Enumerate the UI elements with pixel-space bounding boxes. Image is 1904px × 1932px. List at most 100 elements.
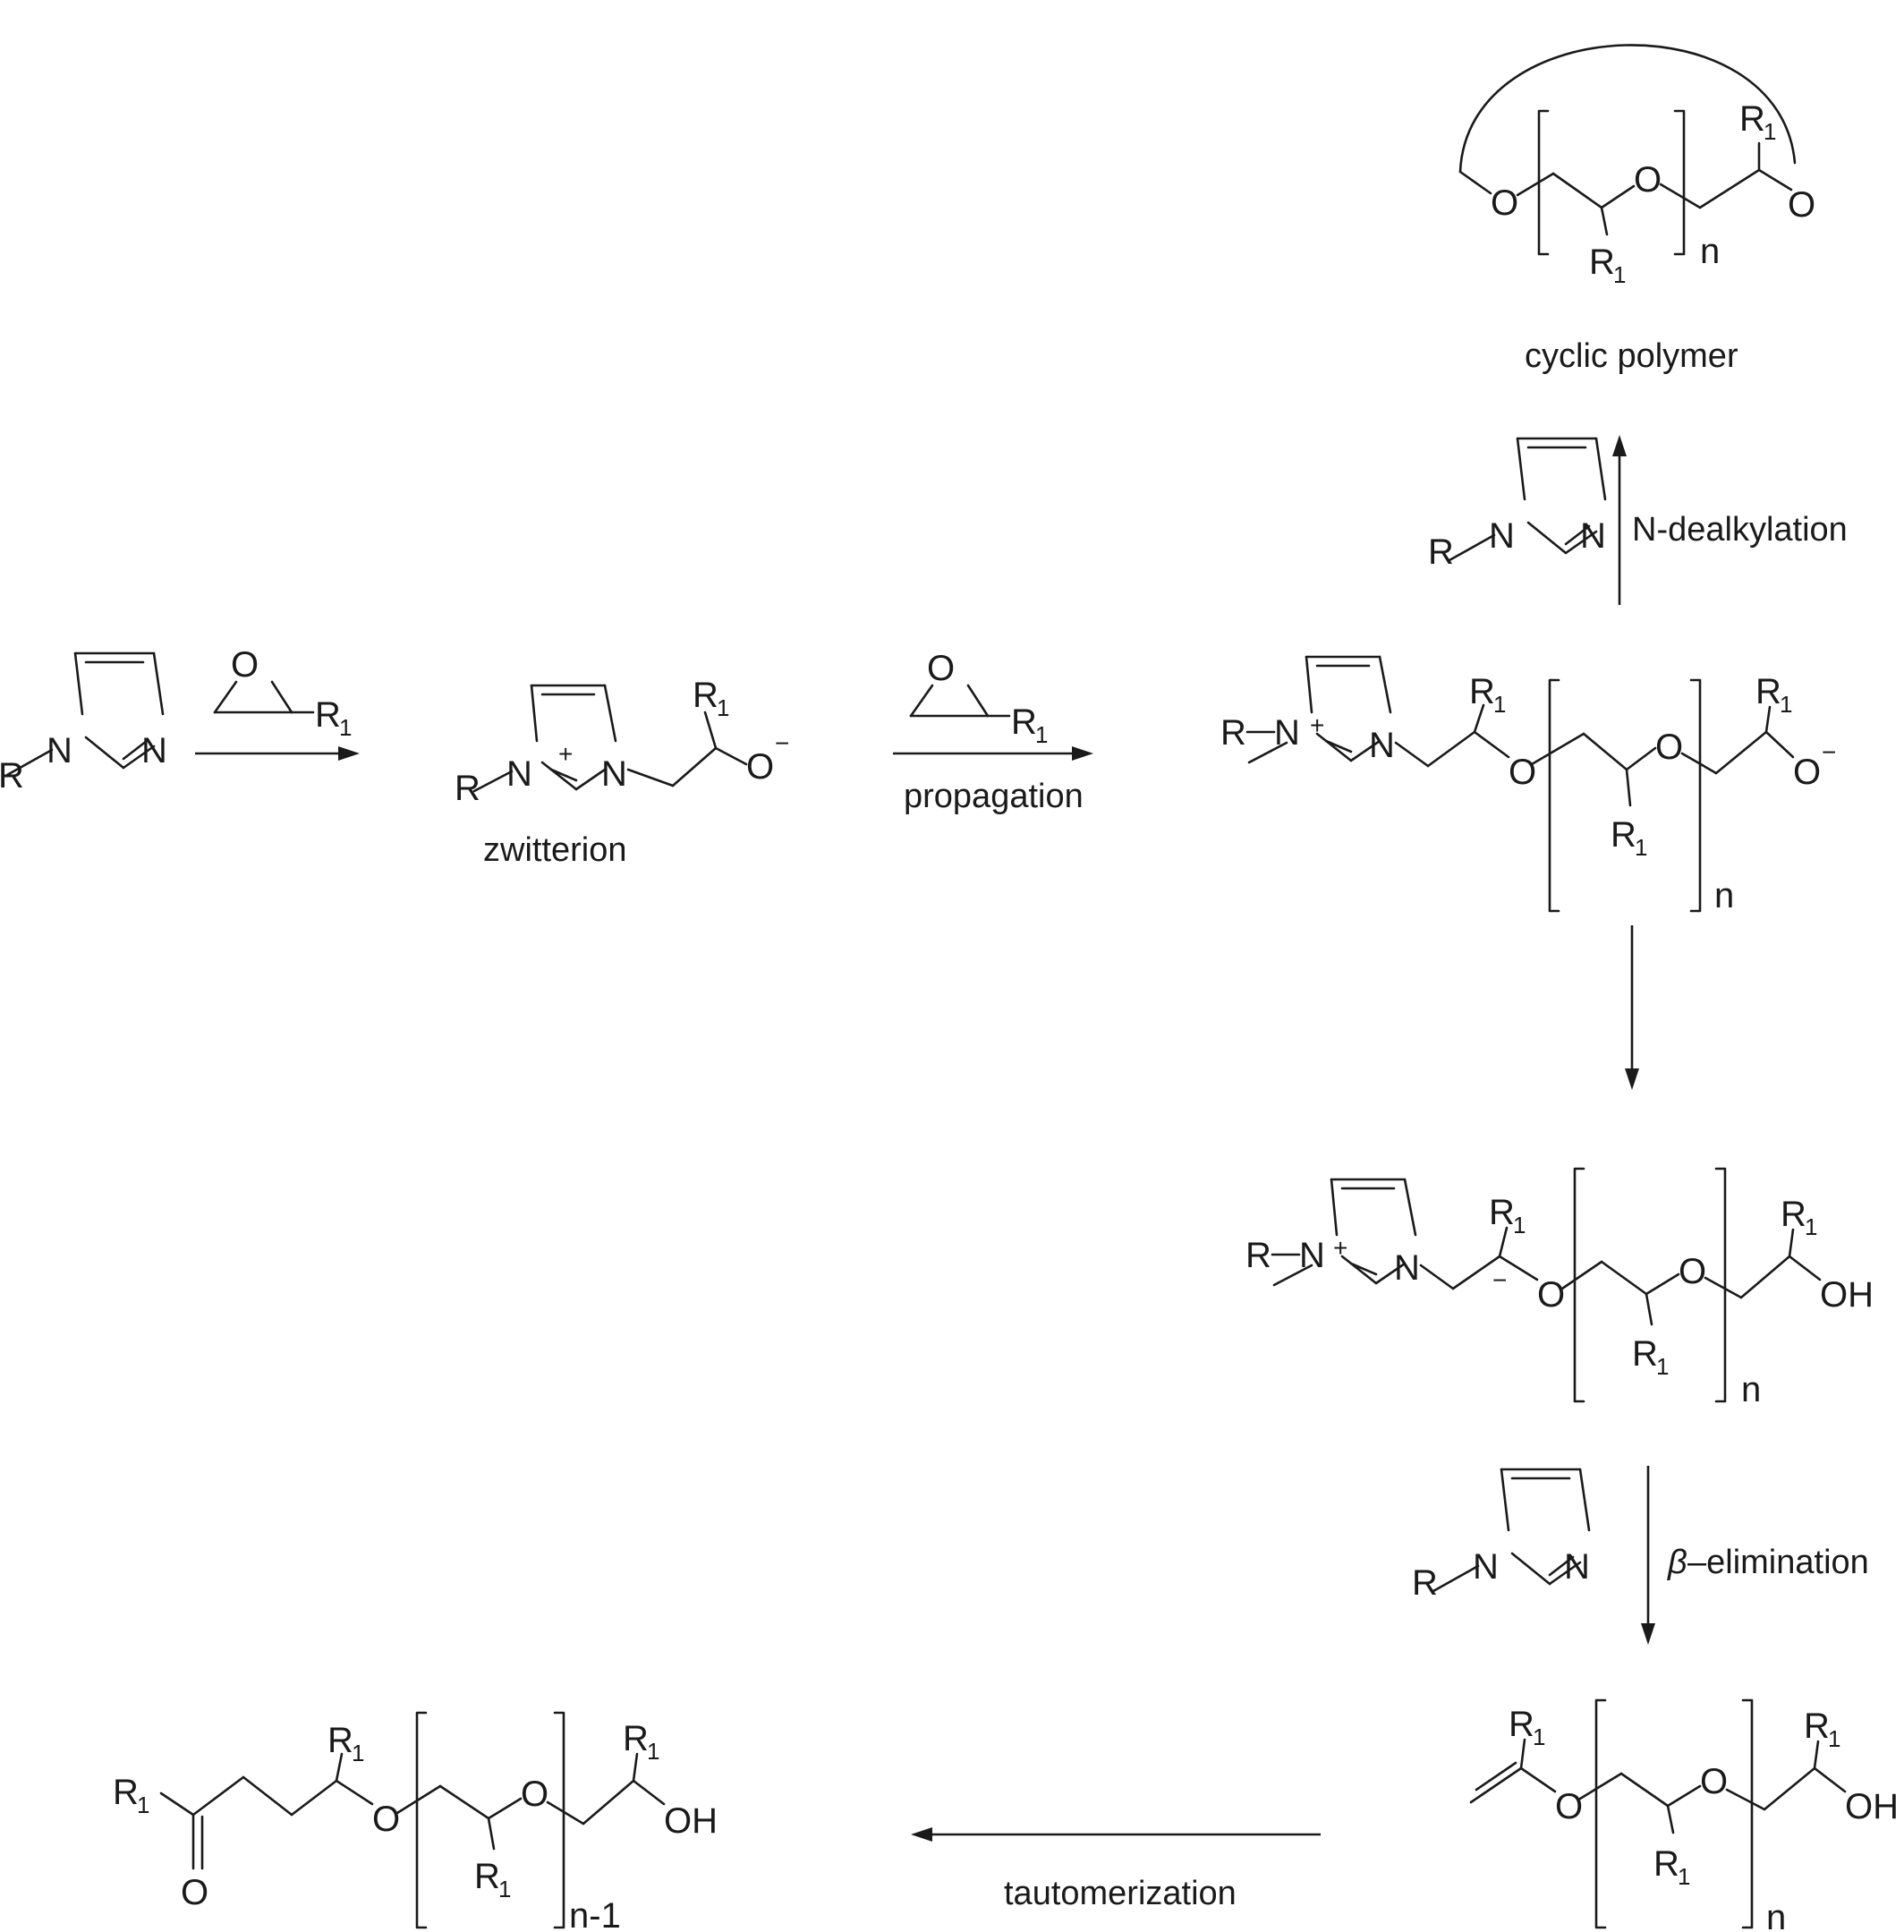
hydroxyl: OH (664, 1801, 718, 1841)
minus-charge: − (1822, 738, 1836, 766)
macrocycle-arc (1458, 44, 1797, 174)
arrow-down-1 (1625, 925, 1639, 1090)
repeat-index-n: n (1714, 876, 1734, 915)
atom-n1: N (1473, 1547, 1499, 1587)
r1-label: R (1589, 243, 1615, 282)
repeat-index-n: n (1700, 232, 1720, 271)
repeat-bracket-left (1537, 109, 1550, 256)
r1-label: R (474, 1857, 500, 1896)
epoxide-reagent-1: O R 1 (213, 645, 352, 741)
repeat-index-n: n (1766, 1898, 1786, 1932)
r1-label: R (1804, 1706, 1830, 1746)
atom-n1: N (1489, 516, 1515, 556)
carbonyl-oxygen: O (181, 1873, 208, 1912)
repeat-bracket-left (1573, 1167, 1585, 1403)
minus-charge: − (1492, 1266, 1507, 1294)
propagation-arrow: propagation (893, 746, 1093, 815)
tautomerization-step: tautomerization (911, 1827, 1321, 1912)
repeat-index-n-minus-1: n-1 (569, 1896, 621, 1932)
atom-n3: N (1369, 726, 1395, 765)
r1-subscript: 1 (1513, 1212, 1526, 1238)
r1-label: R (1755, 672, 1781, 711)
atom-r: R (1245, 1236, 1271, 1275)
r1-subscript: 1 (717, 694, 729, 721)
plus-charge: + (1333, 1234, 1347, 1262)
n-dealkylation-label: N-dealkylation (1632, 511, 1848, 549)
atom-n1: N (47, 731, 72, 770)
r1-label: R (623, 1719, 649, 1758)
ketone-terminated-polymer: R 1 O R 1 O R 1 O R 1 OH n-1 (113, 1711, 718, 1932)
atom-n1: N (1299, 1236, 1325, 1275)
propagating-polymer: R N + N R 1 O R 1 O R 1 O − n (1220, 655, 1836, 915)
r1-subscript: 1 (1533, 1723, 1545, 1750)
atom-n1: N (1274, 713, 1300, 753)
r1-subscript: 1 (1635, 834, 1647, 861)
r1-subscript: 1 (1764, 118, 1776, 145)
epoxide-reagent-2: O R 1 (909, 649, 1048, 748)
ether-oxygen: O (1555, 1787, 1583, 1826)
r1-subscript: 1 (1493, 691, 1506, 718)
repeat-bracket-left (415, 1711, 428, 1929)
r1-label: R (693, 676, 718, 715)
r1-subscript: 1 (137, 1792, 149, 1818)
minus-charge: − (775, 729, 789, 757)
r1-label: R (1611, 815, 1636, 855)
epoxide-oxygen: O (231, 645, 259, 685)
ether-oxygen: O (1788, 185, 1815, 225)
hydroxyl: OH (1845, 1787, 1899, 1826)
r1-subscript: 1 (1805, 1213, 1817, 1240)
r1-subscript: 1 (1613, 261, 1626, 288)
r1-subscript: 1 (1656, 1353, 1669, 1380)
vinyl-ether-polymer: R 1 O R 1 O R 1 OH n (1469, 1698, 1899, 1932)
r1-label: R (327, 1721, 353, 1760)
r1-subscript: 1 (1678, 1863, 1690, 1890)
r1-label: R (1739, 99, 1765, 139)
r1-label: R (315, 695, 341, 735)
atom-r: R (0, 756, 24, 796)
r1-subscript: 1 (1828, 1725, 1840, 1752)
r1-label: R (1653, 1844, 1679, 1884)
atom-r: R (455, 769, 480, 808)
carbanion-intermediate: R N + N R 1 − O R 1 O R 1 OH n (1245, 1167, 1874, 1409)
r1-label: R (1489, 1193, 1515, 1232)
repeat-bracket-left (1548, 678, 1560, 913)
r1-subscript: 1 (1780, 691, 1792, 718)
atom-n3: N (141, 731, 167, 770)
atom-n3: N (1394, 1248, 1420, 1288)
repeat-bracket-right (553, 1711, 565, 1929)
ether-oxygen: O (1655, 728, 1683, 767)
beta-elimination-label: –elimination (1687, 1544, 1869, 1581)
ether-oxygen: O (1679, 1252, 1706, 1291)
zwitterion-structure: R N + N R 1 O − zwitterion (455, 676, 789, 869)
atom-r: R (1428, 532, 1454, 572)
ether-oxygen: O (1509, 753, 1536, 792)
r1-label: R (113, 1773, 139, 1812)
r1-label: R (1632, 1334, 1658, 1374)
zwitterion-label: zwitterion (483, 831, 627, 869)
tautomerization-label: tautomerization (1004, 1875, 1237, 1912)
cyclic-polymer-label: cyclic polymer (1525, 337, 1738, 375)
ether-oxygen: O (1700, 1762, 1728, 1801)
repeat-bracket-right (1673, 109, 1686, 256)
r1-subscript: 1 (339, 714, 352, 741)
atom-n3: N (601, 754, 627, 794)
cyclic-polymer: O R 1 O R 1 O n cyclic polymer (1458, 44, 1815, 375)
r1-label: R (1011, 702, 1037, 742)
ether-oxygen: O (372, 1800, 400, 1839)
r1-label: R (1469, 672, 1495, 711)
ether-oxygen: O (1537, 1275, 1565, 1315)
hydroxyl: OH (1820, 1275, 1874, 1315)
ether-oxygen: O (521, 1775, 548, 1814)
repeat-bracket-left (1594, 1698, 1607, 1929)
ether-oxygen: O (1634, 160, 1662, 200)
atom-o-minus: O (1793, 753, 1821, 792)
r1-subscript: 1 (498, 1876, 511, 1902)
r1-subscript: 1 (352, 1740, 364, 1766)
repeat-index-n: n (1741, 1370, 1761, 1409)
atom-r: R (1412, 1563, 1438, 1603)
repeat-bracket-right (1689, 678, 1702, 913)
epoxide-oxygen: O (927, 649, 955, 688)
imidazole-start: R N N (0, 651, 167, 796)
atom-r: R (1220, 713, 1246, 753)
